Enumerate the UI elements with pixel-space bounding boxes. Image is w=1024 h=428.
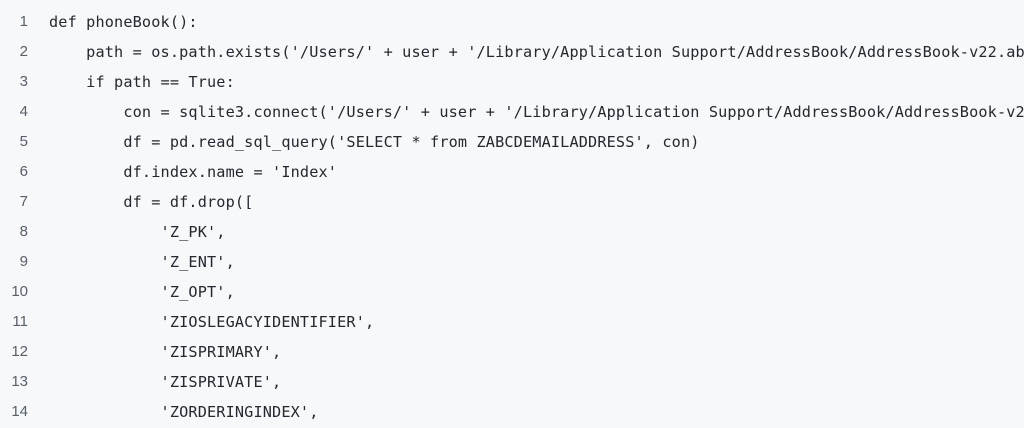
code-text: if path == True: bbox=[49, 73, 235, 91]
code-text: 'Z_ENT', bbox=[49, 253, 235, 271]
code-line: 4 con = sqlite3.connect('/Users/' + user… bbox=[0, 97, 1024, 127]
line-number-gutter bbox=[0, 0, 40, 428]
code-line: 7 df = df.drop([ bbox=[0, 187, 1024, 217]
line-number: 10 bbox=[11, 283, 28, 300]
code-line: 13 'ZISPRIVATE', bbox=[0, 367, 1024, 397]
line-number: 9 bbox=[19, 253, 28, 270]
code-line: 6 df.index.name = 'Index' bbox=[0, 157, 1024, 187]
code-line: 1 def phoneBook(): bbox=[0, 7, 1024, 37]
line-number: 13 bbox=[11, 373, 28, 390]
code-text: 'ZISPRIMARY', bbox=[49, 343, 282, 361]
code-text: 'ZIOSLEGACYIDENTIFIER', bbox=[49, 313, 375, 331]
line-number: 14 bbox=[11, 403, 28, 420]
line-number: 8 bbox=[19, 223, 28, 240]
code-text: def phoneBook(): bbox=[49, 13, 198, 31]
code-text: df.index.name = 'Index' bbox=[49, 163, 338, 181]
code-text: 'Z_PK', bbox=[49, 223, 226, 241]
code-line: 10 'Z_OPT', bbox=[0, 277, 1024, 307]
code-text: 'ZISPRIVATE', bbox=[49, 373, 282, 391]
code-text: 'ZORDERINGINDEX', bbox=[49, 403, 319, 421]
code-line: 11 'ZIOSLEGACYIDENTIFIER', bbox=[0, 307, 1024, 337]
code-text: 'Z_OPT', bbox=[49, 283, 235, 301]
code-line: 3 if path == True: bbox=[0, 67, 1024, 97]
code-line: 8 'Z_PK', bbox=[0, 217, 1024, 247]
line-number: 11 bbox=[12, 313, 28, 330]
code-text: df = pd.read_sql_query('SELECT * from ZA… bbox=[49, 133, 700, 151]
line-number: 12 bbox=[11, 343, 28, 360]
code-lines: 1 def phoneBook(): 2 path = os.path.exist… bbox=[0, 7, 1024, 427]
code-line: 12 'ZISPRIMARY', bbox=[0, 337, 1024, 367]
line-number: 6 bbox=[19, 163, 28, 180]
code-line: 14 'ZORDERINGINDEX', bbox=[0, 397, 1024, 427]
code-text: con = sqlite3.connect('/Users/' + user +… bbox=[49, 103, 1024, 121]
code-text: df = df.drop([ bbox=[49, 193, 254, 211]
code-line: 2 path = os.path.exists('/Users/' + user… bbox=[0, 37, 1024, 67]
code-line: 9 'Z_ENT', bbox=[0, 247, 1024, 277]
code-text: path = os.path.exists('/Users/' + user +… bbox=[49, 43, 1024, 61]
code-line: 5 df = pd.read_sql_query('SELECT * from … bbox=[0, 127, 1024, 157]
line-number: 7 bbox=[19, 193, 28, 210]
line-number: 1 bbox=[19, 13, 28, 30]
line-number: 5 bbox=[19, 133, 28, 150]
line-number: 2 bbox=[19, 43, 28, 60]
line-number: 4 bbox=[19, 103, 28, 120]
line-number: 3 bbox=[19, 73, 28, 90]
